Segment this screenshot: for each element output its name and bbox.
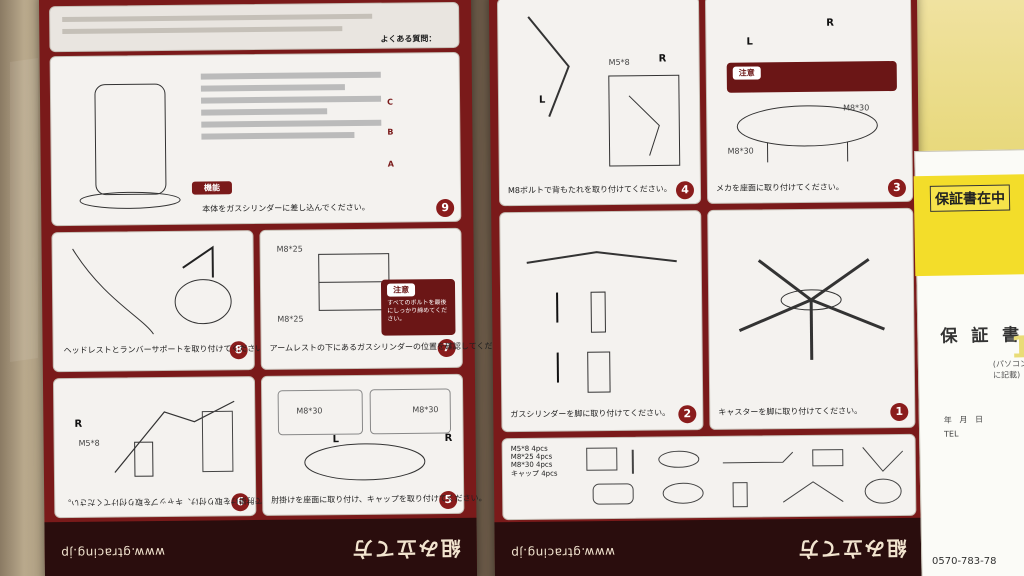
step-8-panel: 8 ヘッドレストとランバーサポートを取り付けてください。: [51, 230, 271, 373]
step-7-warning-text: すべてのボルトを最後にしっかり締めてください。: [387, 299, 448, 323]
step-8-caption: ヘッドレストとランバーサポートを取り付けてください。: [63, 343, 272, 356]
warranty-phone: 0570-783-78: [932, 556, 997, 567]
assembly-sheet-left: www.gtracing.jp 組み立て方 6 M5ボルトで肘掛けを取り付け、キ…: [38, 0, 516, 576]
parts-list-panel: M5*8 4pcs M8*25 4pcs M8*30 4pcs キャップ 4pc…: [501, 433, 917, 521]
field-month: 月: [959, 415, 968, 425]
seat-armrest-sketch: [277, 388, 451, 481]
gas-cylinder-sketch: [526, 251, 677, 393]
step-5-caption: 肘掛けを座面に取り付け、キャップを取り付けてください。: [271, 493, 487, 505]
sheet-left-header: www.gtracing.jp 組み立て方: [44, 517, 478, 576]
step-9-note-b: B: [387, 127, 394, 137]
step-3-panel: 3 メカを座面に取り付けてください。 M8*30 M8*30 注意 L R: [704, 0, 914, 204]
sheet-left-title: 組み立て方: [350, 535, 461, 561]
step-9-panel: 9 本体をガスシリンダーに差し込んでください。 機能 A B C: [49, 51, 462, 227]
step-1-number: 1: [890, 402, 909, 422]
sheet-right-url: www.gtracing.jp: [510, 544, 616, 561]
step-7-caption: アームレストの下にあるガスシリンダーの位置を確認してください。: [269, 341, 517, 353]
step-1-panel: 1 キャスターを脚に取り付けてください。: [707, 207, 916, 430]
step-7-warning: 注意 すべてのボルトを最後にしっかり締めてください。: [380, 278, 456, 336]
assembly-sheet-right: www.gtracing.jp 組み立て方 M5*8 4pcs M8*25 4p…: [488, 0, 924, 576]
warranty-stamp: 保証書在中: [929, 184, 1011, 212]
base-sketch: [738, 258, 886, 360]
step-6-panel: 6 M5ボルトで肘掛けを取り付け、キャップを取り付けてください。 R M5*8: [52, 376, 299, 519]
parts-count-table: M5*8 4pcs M8*25 4pcs M8*30 4pcs キャップ 4pc…: [511, 444, 567, 479]
step-9-text-block: [200, 66, 382, 146]
step-3-number: 3: [887, 178, 907, 198]
step-9-caption: 本体をガスシリンダーに差し込んでください。: [202, 202, 370, 214]
parts-row-4: キャップ 4pcs: [510, 469, 558, 479]
field-day: 日: [975, 415, 984, 425]
backrest-sketch: [527, 16, 681, 167]
parts-illustrations: [586, 447, 904, 508]
step-2-caption: ガスシリンダーを脚に取り付けてください。: [510, 408, 671, 420]
step-9-sub: 機能: [191, 181, 233, 195]
step-3-caption: メカを座面に取り付けてください。: [715, 182, 844, 193]
top-label-r: R: [826, 17, 835, 29]
sheet-left-url: www.gtracing.jp: [60, 544, 166, 561]
step-4-panel: 4 M8ボルトで背もたれを取り付けてください。 M5*8 R L: [496, 0, 702, 207]
field-year: 年: [943, 415, 952, 425]
step-3-warning: 注意: [726, 60, 897, 93]
step-9-note-c: C: [387, 97, 393, 107]
step-5-panel: 5 肘掛けを座面に取り付け、キャップを取り付けてください。 M8*30 M8*3…: [260, 373, 487, 516]
top-label-l: L: [746, 36, 753, 48]
step-2-panel: 2 ガスシリンダーを脚に取り付けてください。: [499, 210, 704, 433]
step-7-warning-title: 注意: [386, 283, 416, 297]
step-6-bolt: M5*8: [78, 438, 100, 448]
faq-panel: よくある質問：: [49, 1, 460, 53]
sheet-right-header: www.gtracing.jp 組み立て方: [494, 517, 924, 576]
warranty-document: 保証書在中 保 証 書 1 (パソコン本体に記載) 年 月 日 TEL: [913, 148, 1024, 576]
yellow-folder: [910, 0, 1024, 160]
step-7-bolt-1: M8*25: [276, 244, 303, 254]
step-7-bolt-2: M8*25: [277, 314, 304, 324]
sheet-right-title: 組み立て方: [796, 535, 907, 561]
seat-sketch: [736, 105, 878, 163]
step-9-note-a: A: [387, 159, 394, 169]
step-1-caption: キャスターを脚に取り付けてください。: [718, 406, 863, 417]
step-6-label-r: R: [74, 418, 83, 430]
warranty-fields: 年 月 日 TEL: [944, 413, 984, 442]
field-tel: TEL: [944, 429, 959, 439]
faq-title: よくある質問：: [380, 34, 437, 44]
step-2-number: 2: [678, 405, 697, 424]
armrest-sketch: [114, 400, 235, 477]
step-3-warning-title: 注意: [732, 66, 761, 80]
step-7-panel: 7 アームレストの下にあるガスシリンダーの位置を確認してください。 M8*25 …: [259, 227, 516, 370]
warranty-serial-hint: (パソコン本体に記載): [992, 358, 1024, 380]
step-9-number: 9: [436, 198, 455, 218]
step-4-number: 4: [675, 181, 695, 200]
chair-back-sketch: [79, 83, 181, 209]
step-4-caption: M8ボルトで背もたれを取り付けてください。: [507, 184, 672, 196]
headrest-sketch: [72, 245, 232, 335]
